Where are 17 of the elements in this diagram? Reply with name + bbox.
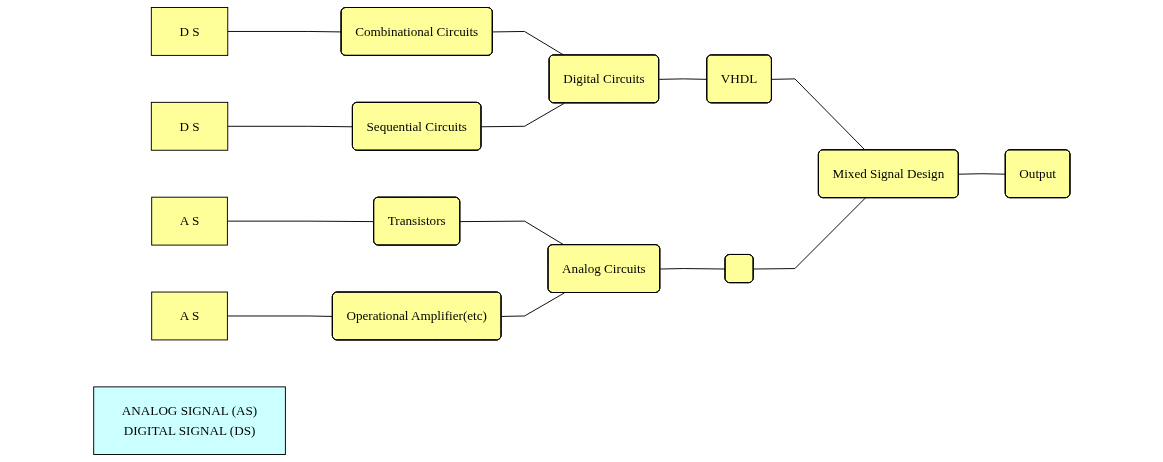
connector	[500, 292, 565, 317]
connector	[752, 197, 866, 270]
connector	[659, 268, 726, 270]
connector	[226, 31, 342, 33]
connector	[658, 78, 708, 80]
connector	[459, 220, 565, 246]
connector	[957, 173, 1006, 175]
connector	[226, 315, 333, 317]
connector	[480, 102, 565, 128]
node-box: D S	[150, 101, 228, 151]
node-box: D S	[150, 7, 228, 56]
node-box: A S	[150, 291, 228, 341]
connector	[226, 125, 354, 128]
connector	[771, 78, 866, 151]
node-box: A S	[150, 196, 228, 246]
connector	[226, 220, 375, 223]
node-box: ANALOG SIGNAL (AS) DIGITAL SIGNAL (DS)	[92, 386, 286, 455]
